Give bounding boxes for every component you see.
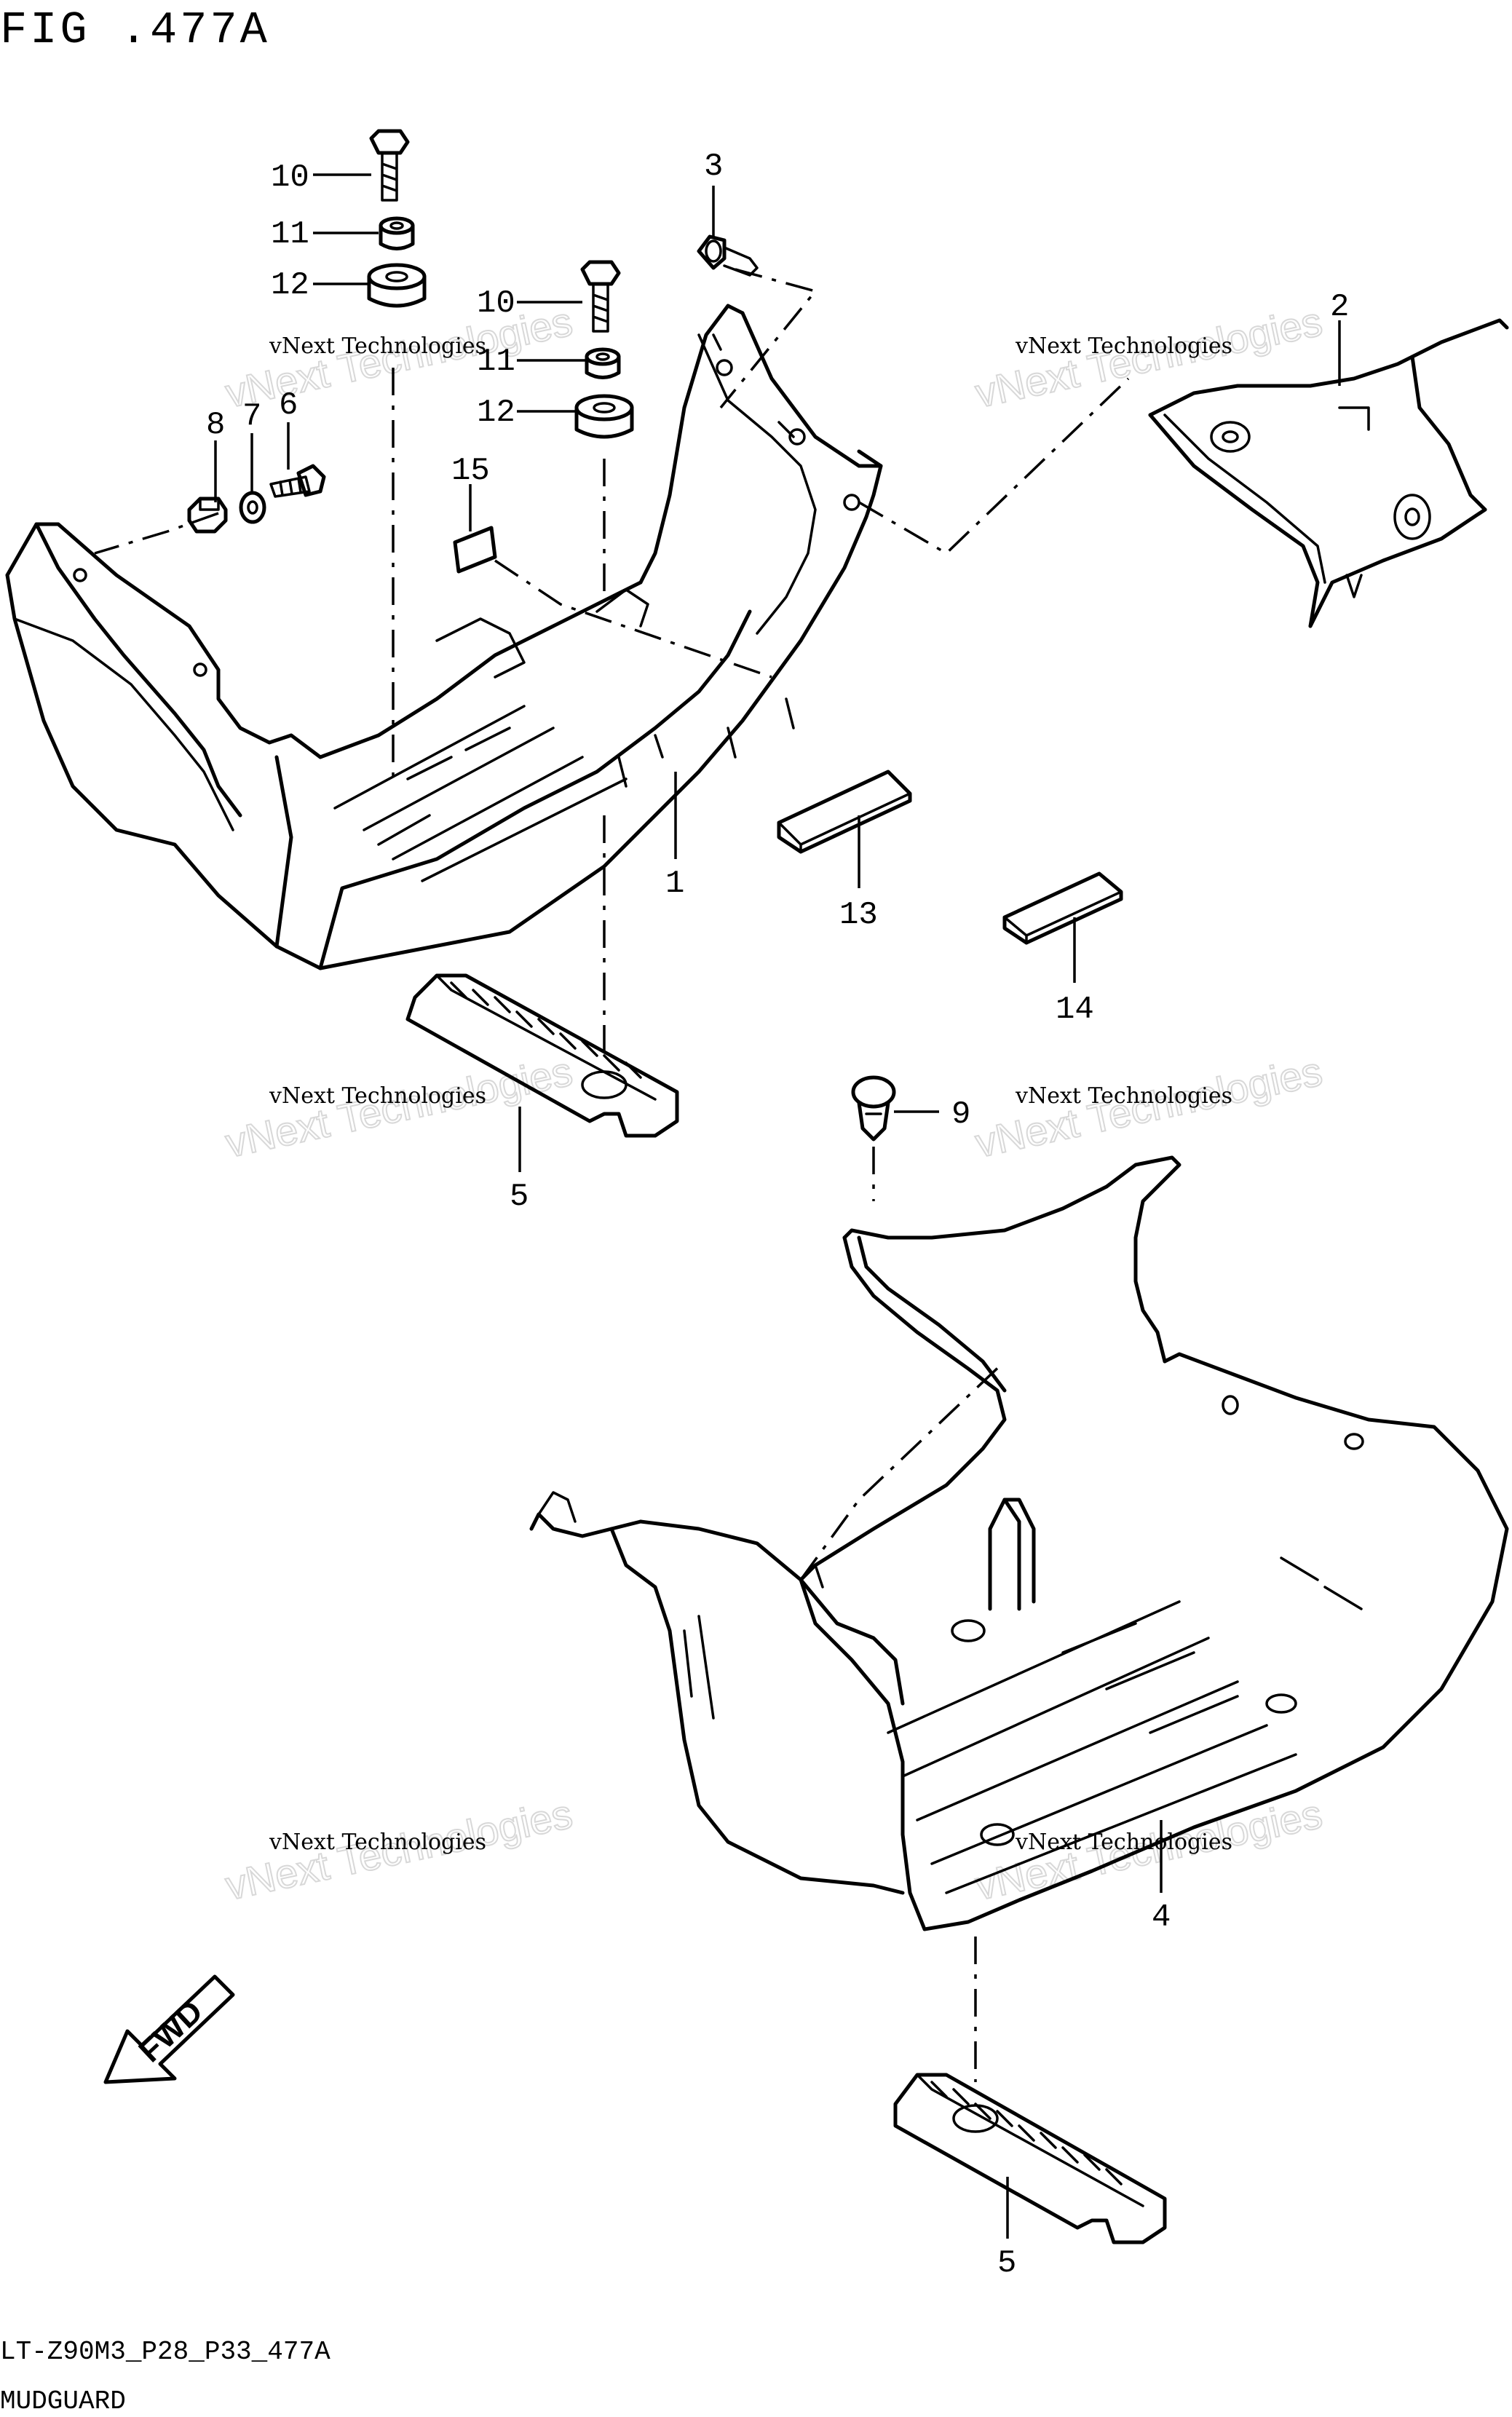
svg-text:vNext Technologies: vNext Technologies: [269, 1829, 486, 1855]
svg-text:vNext Technologies: vNext Technologies: [1015, 1083, 1232, 1109]
part-11-washer-b: [585, 347, 621, 379]
part-9-clip: [851, 1075, 896, 1142]
part-5-footrest-upper: [405, 973, 679, 1138]
part-12-grommet-b: [574, 394, 634, 439]
callout-3: 3: [704, 149, 723, 185]
part-1-left-mudguard: [5, 304, 883, 970]
svg-text:vNext Technologies: vNext Technologies: [1015, 1829, 1232, 1855]
part-10-bolt-b: [580, 260, 621, 333]
model-code: LT-Z90M3_P28_P33_477A: [0, 2337, 330, 2367]
part-14-pad: [1002, 871, 1123, 945]
callout-10-b: 10: [477, 285, 515, 322]
part-13-pad: [777, 770, 912, 854]
part-11-washer-a: [379, 216, 415, 250]
callout-9: 9: [951, 1096, 970, 1133]
svg-text:vNext Technologies: vNext Technologies: [269, 333, 486, 359]
svg-text:vNext Technologies: vNext Technologies: [1015, 333, 1232, 359]
part-8-collar: [187, 497, 228, 534]
callout-4: 4: [1152, 1899, 1171, 1936]
callouts: 10 11 12 10 11 12 3 2 8 7 6 15 1 13 14 5…: [206, 149, 1349, 2282]
part-5-footrest-lower: [893, 2073, 1167, 2244]
part-3-clip: [697, 234, 759, 277]
callout-1: 1: [665, 866, 684, 902]
callout-14: 14: [1056, 992, 1094, 1028]
callout-7: 7: [242, 398, 261, 435]
callout-2: 2: [1330, 289, 1349, 325]
figure-title: FIG .477A: [0, 4, 270, 56]
callout-12-b: 12: [477, 395, 515, 431]
callout-5-upper: 5: [510, 1179, 529, 1215]
assembly-lines: [94, 268, 1130, 2082]
part-10-bolt-a: [369, 129, 410, 202]
part-7-washer: [239, 491, 266, 524]
fwd-label: FWD: [132, 1993, 210, 2069]
section-name: MUDGUARD: [0, 2386, 126, 2416]
part-4-right-mudguard: [529, 1155, 1509, 1931]
callout-10-a: 10: [271, 159, 309, 196]
leader-lines: [214, 173, 1341, 2239]
callout-5-lower: 5: [997, 2245, 1016, 2282]
callout-8: 8: [206, 407, 225, 443]
part-15-pad: [453, 526, 497, 574]
part-12-grommet-a: [367, 263, 427, 308]
callout-12-a: 12: [271, 267, 309, 304]
callout-6: 6: [279, 387, 298, 424]
fwd-arrow: FWD: [103, 1974, 235, 2084]
svg-text:vNext Technologies: vNext Technologies: [269, 1083, 486, 1109]
part-6-screw: [269, 464, 326, 498]
callout-11-a: 11: [271, 216, 309, 253]
callout-11-b: 11: [477, 344, 515, 380]
part-2-bracket-cover: [1148, 318, 1509, 628]
callout-15: 15: [451, 453, 490, 489]
callout-13: 13: [839, 897, 878, 933]
